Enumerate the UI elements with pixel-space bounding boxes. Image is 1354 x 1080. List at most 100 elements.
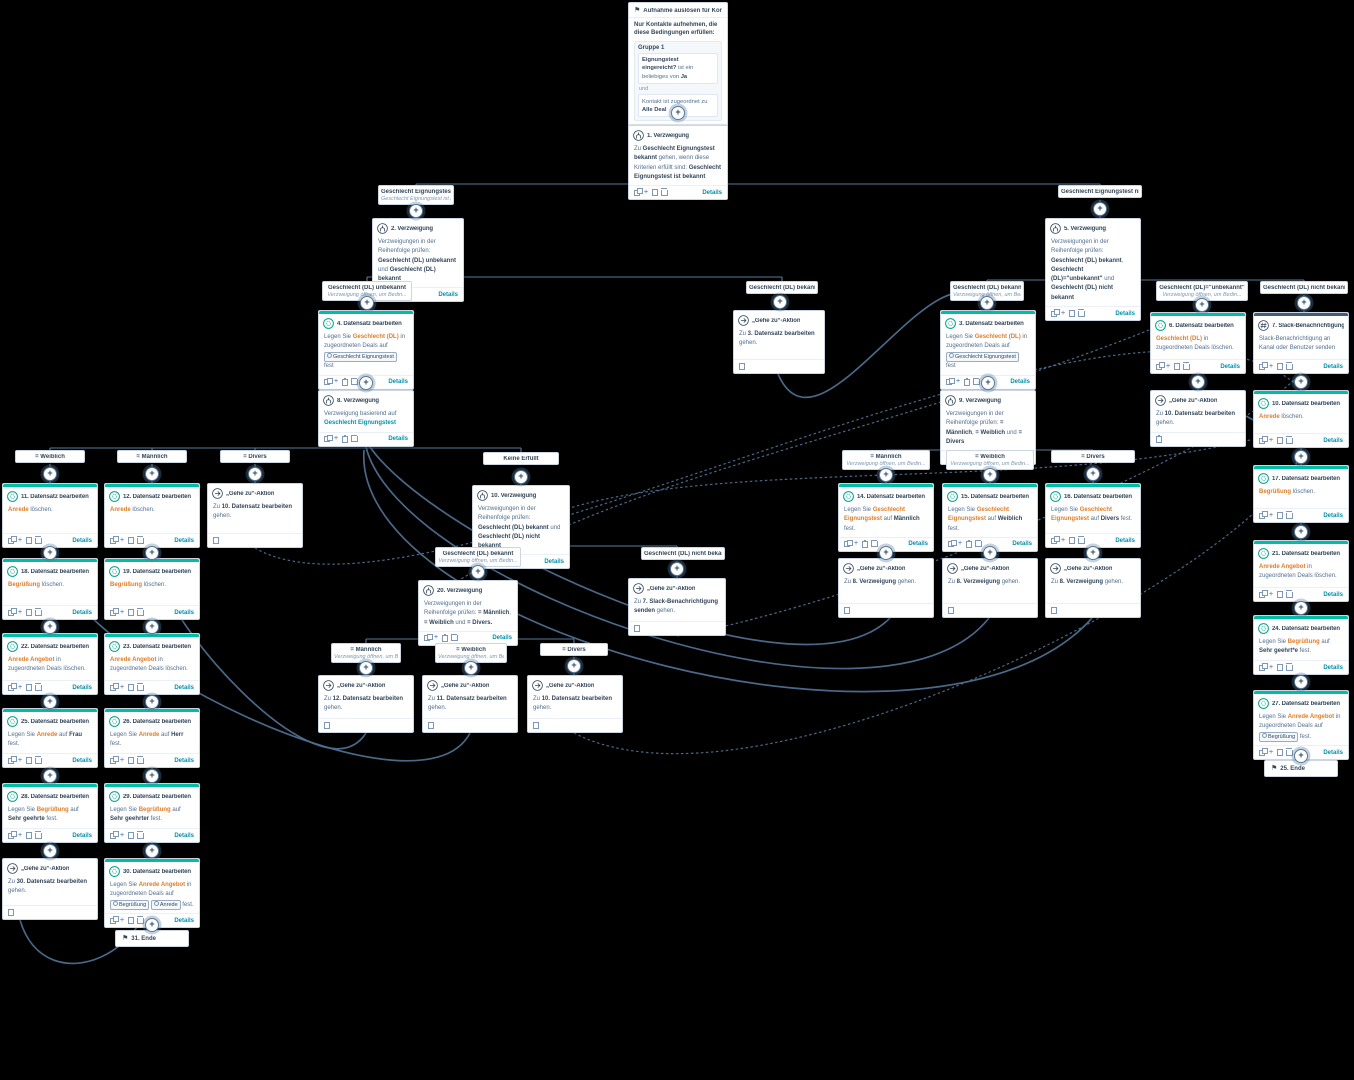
insert-action-plus-button[interactable]: + [1086, 546, 1100, 560]
branch-label[interactable]: Keine Erfüllt [483, 452, 559, 465]
clipboard-icon[interactable] [324, 721, 330, 729]
add-icon[interactable]: + [119, 608, 125, 616]
clipboard-icon[interactable] [1277, 590, 1283, 598]
insert-action-plus-button[interactable]: + [1093, 202, 1107, 216]
details-link[interactable]: Details [702, 189, 722, 196]
clone-icon[interactable] [1259, 511, 1268, 519]
insert-action-plus-button[interactable]: + [409, 204, 423, 218]
add-icon[interactable]: + [17, 756, 23, 764]
delete-icon[interactable] [1183, 362, 1190, 370]
insert-action-plus-button[interactable]: + [879, 468, 893, 482]
details-link[interactable]: Details [1115, 310, 1135, 317]
delete-icon[interactable] [1286, 362, 1293, 370]
branch-label[interactable]: = Divers [540, 643, 608, 656]
insert-action-plus-button[interactable]: + [248, 467, 262, 481]
clipboard-icon[interactable] [428, 721, 434, 729]
add-icon[interactable]: + [17, 831, 23, 839]
details-link[interactable]: Details [72, 684, 92, 691]
insert-action-plus-button[interactable]: + [671, 106, 685, 120]
branch-label[interactable]: = Divers [220, 450, 290, 463]
insert-action-plus-button[interactable]: + [464, 661, 478, 675]
details-link[interactable]: Details [174, 609, 194, 616]
details-link[interactable]: Details [1323, 664, 1343, 671]
add-icon[interactable]: + [433, 634, 439, 642]
add-icon[interactable]: + [853, 540, 859, 548]
branch-label[interactable]: = Männlich [117, 450, 187, 463]
details-link[interactable]: Details [174, 684, 194, 691]
clipboard-icon[interactable] [8, 908, 14, 916]
delete-icon[interactable] [35, 608, 42, 616]
insert-action-plus-button[interactable]: + [1294, 749, 1308, 763]
clone-icon[interactable] [948, 539, 957, 548]
branch-label[interactable]: Geschlecht (DL) bekannt [746, 281, 818, 294]
delete-icon[interactable] [1286, 748, 1293, 756]
clipboard-icon[interactable] [1277, 436, 1283, 444]
delete-icon[interactable] [1286, 511, 1293, 519]
clipboard-icon[interactable] [948, 606, 954, 614]
insert-action-plus-button[interactable]: + [145, 769, 159, 783]
clipboard-icon[interactable] [634, 624, 640, 632]
details-link[interactable]: Details [174, 757, 194, 764]
insert-action-plus-button[interactable]: + [514, 470, 528, 484]
clipboard-icon[interactable] [128, 536, 134, 544]
clone-icon[interactable] [634, 188, 643, 196]
insert-action-plus-button[interactable]: + [983, 546, 997, 560]
clipboard-icon[interactable] [26, 683, 32, 691]
workflow-node-7-slack-benachrichtigung-senden[interactable]: 7. Slack-Benachrichtigung sendenSlack-Be… [1253, 312, 1349, 374]
add-icon[interactable]: + [1060, 536, 1066, 544]
clone-icon[interactable] [946, 377, 955, 386]
clone-icon[interactable] [1259, 362, 1268, 370]
clone-icon[interactable] [844, 539, 853, 548]
clipboard-icon[interactable] [128, 916, 134, 925]
clone-icon[interactable] [1051, 536, 1060, 544]
details-link[interactable]: Details [908, 541, 928, 548]
clipboard-icon[interactable] [26, 536, 32, 544]
branch-label[interactable]: Geschlecht Eignungstest beka...Geschlech… [378, 185, 454, 205]
insert-action-plus-button[interactable]: + [1294, 450, 1308, 464]
clipboard-icon[interactable] [128, 756, 134, 764]
add-icon[interactable]: + [643, 188, 649, 196]
insert-action-plus-button[interactable]: + [980, 296, 994, 310]
add-icon[interactable]: + [119, 683, 125, 691]
insert-action-plus-button[interactable]: + [43, 695, 57, 709]
insert-action-plus-button[interactable]: + [359, 376, 373, 390]
enrollment-trigger-card[interactable]: ⚑ Aufnahme auslösen für Kontakte Nur Kon… [628, 2, 728, 142]
clipboard-icon[interactable] [342, 435, 348, 443]
clone-icon[interactable] [110, 831, 119, 839]
details-link[interactable]: Details [388, 436, 408, 443]
insert-action-plus-button[interactable]: + [145, 620, 159, 634]
delete-icon[interactable] [451, 633, 458, 642]
add-icon[interactable]: + [1165, 362, 1171, 370]
delete-icon[interactable] [871, 539, 878, 548]
details-link[interactable]: Details [492, 635, 512, 642]
clipboard-icon[interactable] [442, 634, 448, 642]
clone-icon[interactable] [324, 434, 333, 443]
clone-icon[interactable] [324, 377, 333, 386]
add-icon[interactable]: + [333, 378, 339, 386]
branch-label[interactable]: Geschlecht (DL) nicht bekannt [1260, 281, 1348, 294]
insert-action-plus-button[interactable]: + [1297, 296, 1311, 310]
clipboard-icon[interactable] [26, 608, 32, 616]
clone-icon[interactable] [110, 916, 119, 924]
clipboard-icon[interactable] [1069, 309, 1075, 318]
